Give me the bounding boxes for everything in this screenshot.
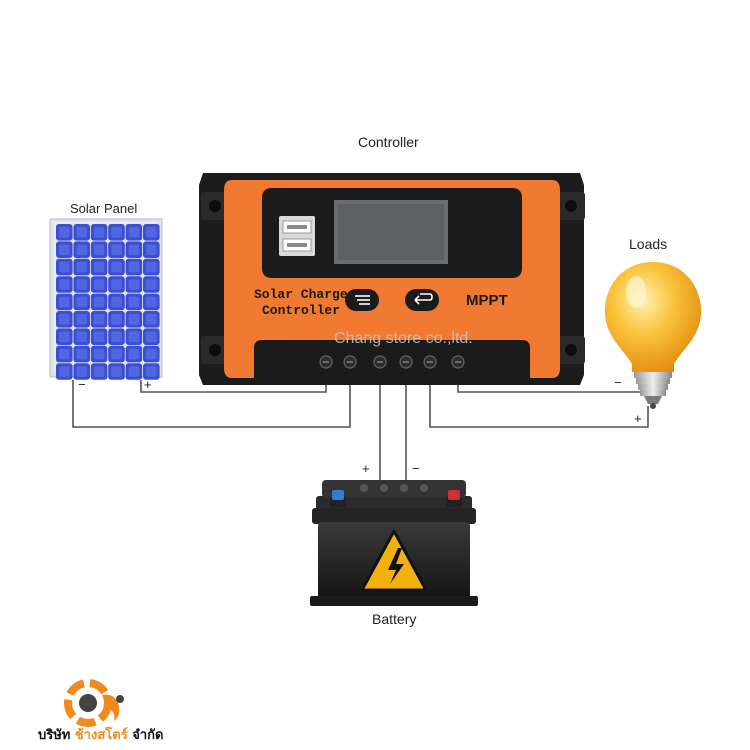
solar-cell-highlight (111, 366, 122, 377)
solar-cell-highlight (146, 227, 157, 238)
battery-label: Battery (372, 611, 417, 627)
loads-label: Loads (629, 236, 668, 252)
solar-cell-highlight (76, 331, 87, 342)
solar-cell-highlight (93, 261, 105, 273)
solar-panel (49, 218, 163, 380)
solar-cell-highlight (93, 227, 105, 238)
solar-cell-highlight (59, 366, 70, 377)
solar-cell-highlight (93, 331, 105, 342)
solar-cell-highlight (76, 227, 87, 238)
return-icon (414, 293, 433, 305)
load-positive-sign: + (634, 411, 642, 426)
solar-cell-highlight (128, 366, 140, 377)
solar-cell-highlight (93, 279, 105, 290)
solar-cell-highlight (128, 244, 140, 255)
watermark: Chang store co.,ltd. (334, 330, 473, 347)
controller-label: Controller (358, 134, 419, 150)
solar-cell-highlight (111, 261, 122, 273)
company-name: บริษัท ช้างสโตร์ จำกัด (38, 724, 163, 745)
menu-icon (355, 295, 370, 305)
solar-cell-highlight (59, 244, 70, 255)
terminal-signs: − + + − − + (78, 375, 642, 476)
solar-cell-highlight (111, 227, 122, 238)
solar-cell-highlight (146, 296, 157, 308)
wire-solar-negative (72, 373, 351, 428)
solar-cell-highlight (111, 348, 122, 360)
solar-cell-highlight (59, 279, 70, 290)
solar-cells (56, 224, 160, 380)
solar-panel-label: Solar Panel (70, 201, 138, 216)
company-logo-icon (64, 679, 124, 727)
solar-cell-highlight (93, 296, 105, 308)
solar-cell-highlight (93, 244, 105, 255)
wire-load-positive (429, 373, 649, 428)
solar-cell-highlight (146, 314, 157, 325)
solar-cell-highlight (128, 227, 140, 238)
solar-cell-highlight (76, 279, 87, 290)
company-suffix: จำกัด (127, 728, 164, 743)
solar-cell-highlight (76, 296, 87, 308)
solar-cell-highlight (146, 348, 157, 360)
company-brand: ช้างสโตร์ (74, 728, 128, 743)
load-negative-sign: − (614, 375, 622, 390)
solar-cell-highlight (93, 366, 105, 377)
solar-cell-highlight (93, 314, 105, 325)
solar-cell-highlight (59, 314, 70, 325)
controller-model: MPPT (466, 292, 508, 309)
solar-cell-highlight (128, 331, 140, 342)
solar-cell-highlight (59, 227, 70, 238)
solar-cell-highlight (76, 366, 87, 377)
solar-cell-highlight (111, 279, 122, 290)
solar-cell-highlight (111, 314, 122, 325)
solar-cell-highlight (146, 331, 157, 342)
solar-cell-highlight (128, 296, 140, 308)
solar-cell-highlight (146, 279, 157, 290)
solar-cell-highlight (76, 348, 87, 360)
solar-cell-highlight (128, 314, 140, 325)
solar-cell-highlight (146, 366, 157, 377)
battery-positive-sign: + (362, 461, 370, 476)
company-prefix: บริษัท (38, 728, 75, 743)
solar-cell-highlight (111, 244, 122, 255)
solar-cell-highlight (59, 331, 70, 342)
battery-negative-sign: − (412, 461, 420, 476)
solar-cell-highlight (128, 348, 140, 360)
wires (72, 373, 649, 490)
terminal-block (319, 355, 465, 369)
solar-cell-highlight (76, 261, 87, 273)
controller-title-line2: Controller (262, 303, 340, 318)
solar-cell-highlight (111, 296, 122, 308)
solar-cell-highlight (128, 261, 140, 273)
solar-cell-highlight (59, 261, 70, 273)
battery (310, 480, 478, 606)
charge-controller (199, 173, 585, 385)
light-bulb (604, 262, 702, 409)
solar-cell-highlight (146, 244, 157, 255)
solar-cell-highlight (111, 331, 122, 342)
controller-title-line1: Solar Charge (254, 287, 348, 302)
solar-cell-highlight (76, 244, 87, 255)
solar-cell-highlight (146, 261, 157, 273)
solar-positive-sign: + (144, 377, 152, 392)
solar-cell-highlight (93, 348, 105, 360)
solar-negative-sign: − (78, 377, 86, 392)
solar-cell-highlight (128, 279, 140, 290)
solar-cell-highlight (59, 296, 70, 308)
solar-cell-highlight (59, 348, 70, 360)
solar-cell-highlight (76, 314, 87, 325)
